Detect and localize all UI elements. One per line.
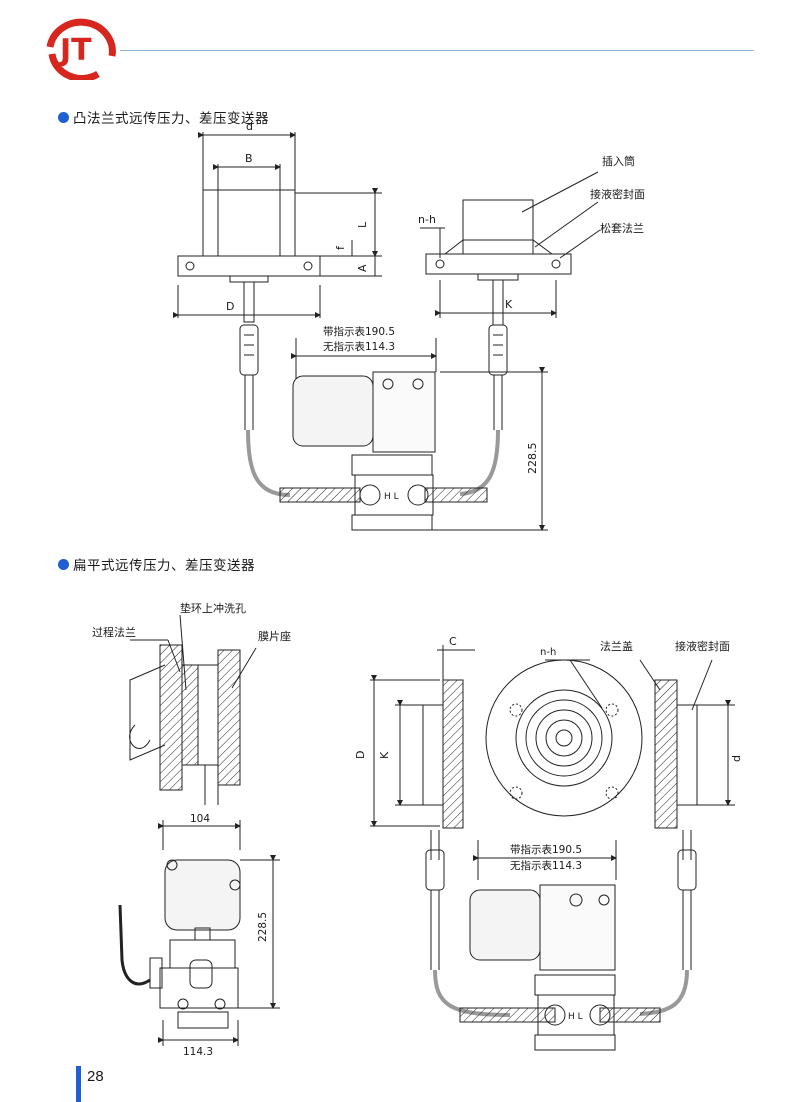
callout-seal-face: 接液密封面: [590, 187, 645, 201]
dim-228-5: 228.5: [257, 912, 269, 942]
width-note-4: 无指示表114.3: [510, 859, 582, 872]
dim-d-2: d: [730, 755, 743, 762]
width-note-2: 无指示表114.3: [323, 340, 395, 353]
page-number: 28: [87, 1068, 104, 1085]
jt-logo: JT: [46, 18, 116, 80]
port-labels: H L: [384, 492, 399, 502]
callout-loose-flange: 松套法兰: [600, 221, 644, 235]
bullet-icon: [58, 558, 69, 570]
dim-d: d: [246, 120, 253, 133]
section-1-title: 凸法兰式远传压力、差压变送器: [58, 107, 269, 127]
dim-L: L: [356, 221, 369, 228]
logo-text: JT: [58, 33, 92, 68]
height-dim: 228.5: [526, 443, 539, 475]
dim-A: A: [356, 264, 369, 272]
dim-D: D: [226, 300, 234, 313]
dim-114-3: 114.3: [183, 1046, 213, 1058]
bullet-icon: [58, 111, 69, 123]
callout-process-flange: 过程法兰: [92, 625, 136, 639]
callout-flange-cover: 法兰盖: [600, 639, 633, 653]
dim-K-2: K: [378, 751, 391, 759]
dim-104: 104: [190, 813, 210, 825]
dim-n-h: n-h: [418, 213, 436, 226]
header-rule: [120, 50, 754, 51]
callout-n-h: n-h: [540, 647, 556, 658]
dim-C: C: [449, 635, 457, 648]
width-note-1: 带指示表190.5: [323, 325, 395, 338]
dim-f: f: [334, 245, 347, 250]
dim-K: K: [505, 298, 513, 311]
callout-diaphragm-seat: 膜片座: [258, 629, 291, 643]
callout-flush-hole: 垫环上冲洗孔: [180, 601, 246, 615]
port-labels-2: H L: [568, 1012, 583, 1022]
section-2-title-text: 扁平式远传压力、差压变送器: [73, 558, 255, 574]
callout-insert-tube: 插入筒: [602, 154, 635, 168]
page-bar: [76, 1066, 81, 1102]
dim-B: B: [245, 152, 253, 165]
section-1-title-text: 凸法兰式远传压力、差压变送器: [73, 111, 269, 127]
section-2-title: 扁平式远传压力、差压变送器: [58, 554, 255, 574]
dim-D-2: D: [354, 751, 367, 759]
callout-seal-face-2: 接液密封面: [675, 639, 730, 653]
width-note-3: 带指示表190.5: [510, 843, 582, 856]
